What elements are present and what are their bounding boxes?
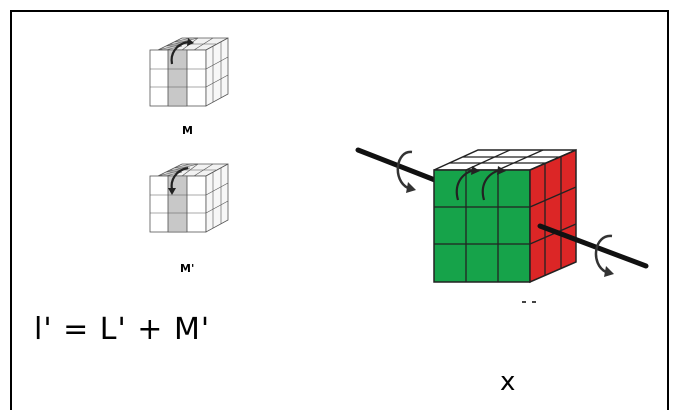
slice-rotation-arrows-icon <box>455 166 506 201</box>
cube-m-prime-move-icon <box>149 163 229 233</box>
diagram-frame <box>10 10 669 410</box>
cube-front-face-green <box>433 169 531 283</box>
rotation-arrow-right-icon <box>594 234 614 277</box>
x-axis-rotation-cube <box>355 147 649 303</box>
cube-m-label: M <box>182 124 193 137</box>
rotation-arrow-left-icon <box>396 150 416 193</box>
cube-m-prime-label: M' <box>180 262 195 275</box>
axis-label: x <box>500 367 516 397</box>
cube-right-face-red <box>529 148 577 284</box>
axis-rod-right <box>537 223 649 269</box>
cube-m-move-icon <box>149 37 229 107</box>
move-formula: l' = L' + M' <box>34 312 211 347</box>
